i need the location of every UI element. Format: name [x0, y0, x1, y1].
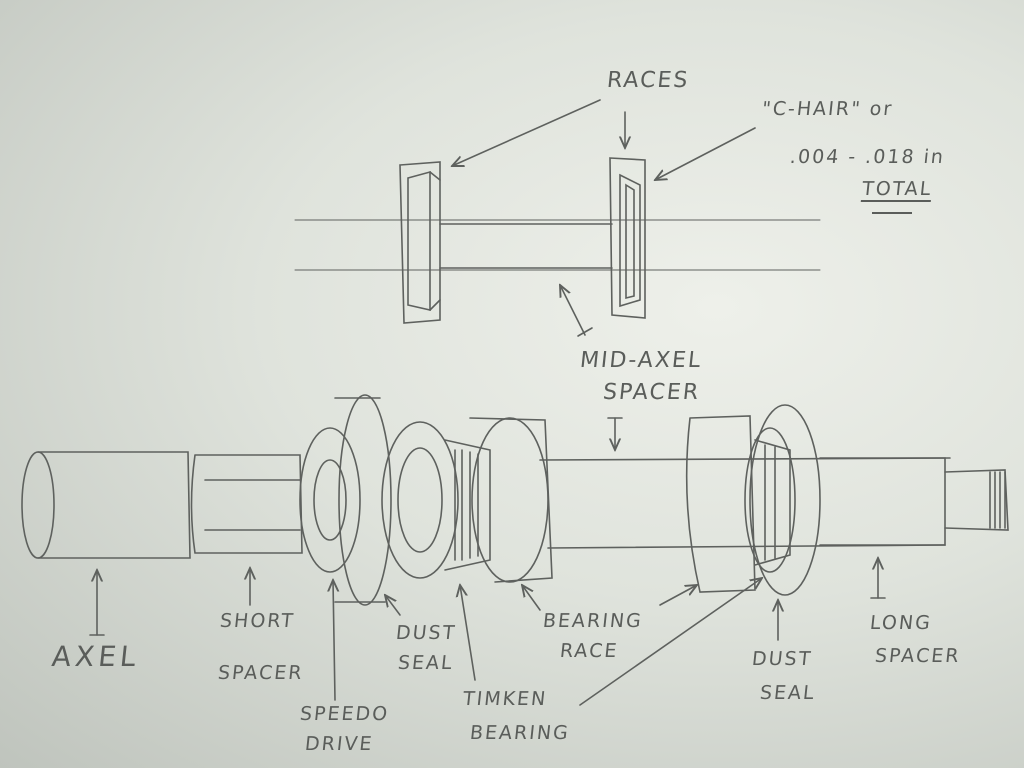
c-hair-label: "C-HAIR" or [760, 98, 895, 120]
mid-axel-label: MID-AXEL [578, 348, 704, 373]
total-label: TOTAL [860, 178, 934, 202]
short-spacer-label-2: SPACER [216, 662, 305, 684]
timken-bearing-label-2: BEARING [468, 722, 571, 744]
long-spacer-label-2: SPACER [873, 645, 962, 667]
axle-shaft [21, 394, 1009, 606]
total-underline [872, 212, 912, 214]
speedo-drive-label-2: DRIVE [303, 733, 375, 755]
timken-bearing-label-1: TIMKEN [461, 688, 549, 710]
speedo-drive-label-1: SPEEDO [298, 703, 391, 725]
mid-axel-spacer-label: SPACER [601, 380, 702, 405]
top-races-view [294, 157, 821, 324]
axel-label: AXEL [50, 640, 142, 673]
dust-seal-right-label-1: DUST [750, 648, 814, 670]
races-label: RACES [605, 68, 691, 93]
tolerance-label: .004 - .018 in [788, 146, 947, 168]
long-spacer-label-1: LONG [868, 612, 933, 634]
bearing-race-label-2: RACE [558, 640, 620, 662]
short-spacer-label-1: SHORT [218, 610, 296, 632]
dust-seal-right-label-2: SEAL [758, 682, 817, 704]
dust-seal-left-label-1: DUST [394, 622, 458, 644]
bearing-race-label-1: BEARING [541, 610, 644, 632]
dust-seal-left-label-2: SEAL [396, 652, 455, 674]
